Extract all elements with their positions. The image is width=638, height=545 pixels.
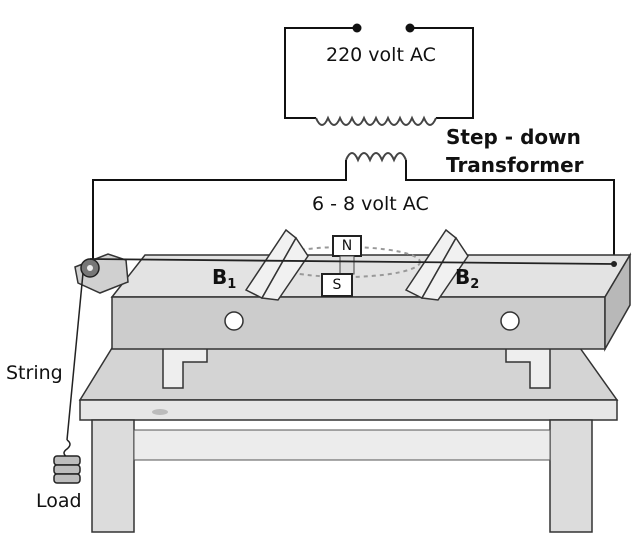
bridge-1 [244,228,309,301]
primary-circuit [284,27,474,119]
wire-peg [611,261,617,267]
transformer-label-line2: Transformer [446,153,584,177]
hanging-string [66,272,84,441]
bridge-2-letter: B [455,265,471,289]
magnet-body [339,255,355,275]
bridge-1-label: B1 [212,266,236,292]
sonometer-board [110,252,632,352]
load-weights [53,455,81,484]
bridge-2-label: B2 [455,266,479,292]
secondary-circuit [92,160,615,262]
secondary-voltage-text: 6 - 8 volt AC [312,193,429,215]
string-label: String [6,362,63,384]
bridge-2 [404,228,469,301]
table [78,347,619,533]
bridge-2-subscript: 2 [470,277,480,292]
supply-voltage-label: 220 volt AC [326,44,436,66]
south-pole-label: S [332,277,342,293]
supply-terminal-right [405,23,415,33]
secondary-coil [345,152,407,163]
load-hook [63,439,71,458]
bridge-1-subscript: 1 [227,277,237,292]
pulley [74,253,129,294]
transformer-label-line1: Step - down [446,125,581,149]
bridge-1-letter: B [212,265,228,289]
sonometer-wire [89,258,615,265]
magnet-south-pole [321,273,353,297]
north-pole-label: N [341,238,353,254]
primary-coil [315,115,437,126]
supply-terminal-left [352,23,362,33]
secondary-voltage-label: 6 - 8 volt AC [312,193,429,215]
load-label: Load [36,490,82,512]
